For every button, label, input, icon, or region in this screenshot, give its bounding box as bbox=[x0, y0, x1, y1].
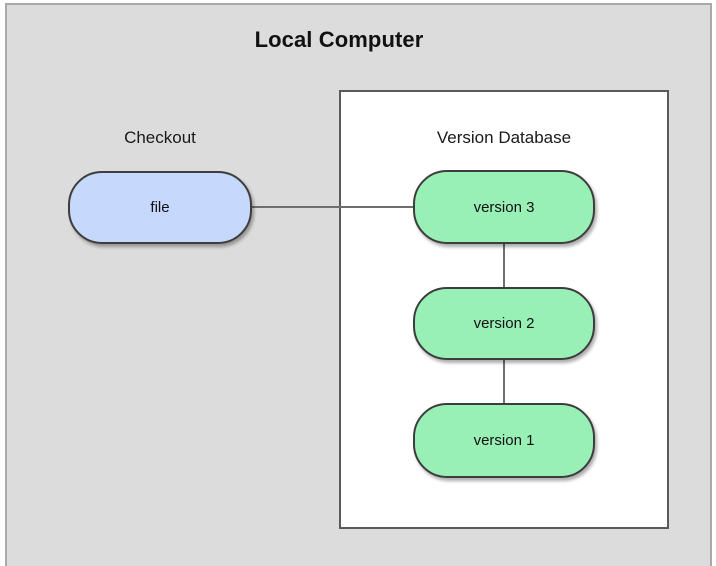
node-version2[interactable]: version 2 bbox=[413, 287, 595, 360]
checkout-group-label: Checkout bbox=[124, 128, 196, 147]
node-file-label: file bbox=[150, 199, 170, 216]
edge-version2-to-version1 bbox=[503, 358, 505, 405]
node-version3-label: version 3 bbox=[473, 198, 535, 216]
edge-version3-to-version2 bbox=[503, 242, 505, 289]
node-file[interactable]: file bbox=[68, 171, 252, 244]
node-version1[interactable]: version 1 bbox=[413, 403, 595, 478]
edge-file-to-version3 bbox=[250, 206, 416, 208]
version-database-group-label: Version Database bbox=[436, 128, 572, 147]
page-title: Local Computer bbox=[254, 27, 424, 52]
node-version1-label: version 1 bbox=[473, 432, 535, 449]
node-version2-label: version 2 bbox=[473, 315, 535, 332]
node-version3[interactable]: version 3 bbox=[413, 170, 595, 244]
